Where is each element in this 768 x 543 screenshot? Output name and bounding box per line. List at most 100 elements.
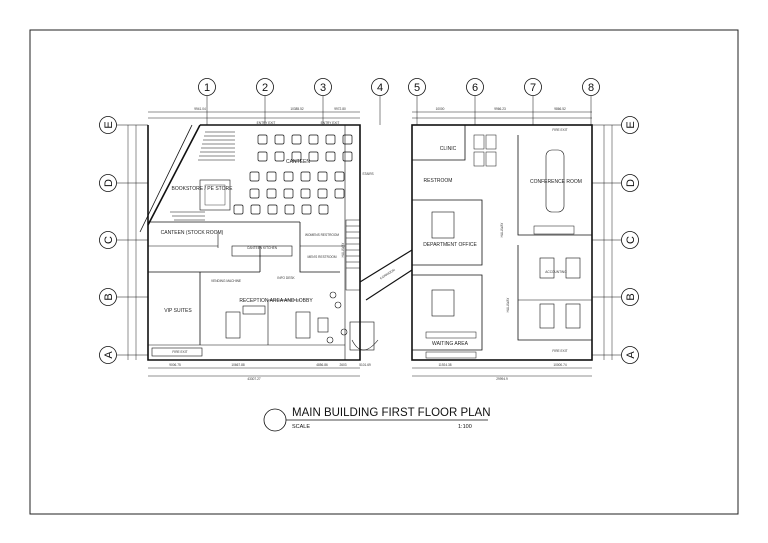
grid-label-col-5: 5 bbox=[414, 82, 420, 94]
label-canteen: CANTEEN bbox=[286, 159, 310, 165]
canteen-shelving bbox=[170, 131, 235, 221]
label-fire-exit-right-bottom: FIRE EXIT bbox=[552, 349, 567, 353]
grid-label-col-4: 4 bbox=[377, 82, 383, 94]
canteen-table bbox=[308, 151, 319, 162]
grid-label-row-C-right: C bbox=[625, 236, 637, 244]
grid-label-row-A-left: A bbox=[103, 351, 115, 359]
grid-label-row-D-right: D bbox=[625, 179, 637, 187]
grid-bubble-row-A-right bbox=[621, 346, 639, 364]
canteen-table bbox=[317, 188, 328, 199]
label-vip: VIP SUITES bbox=[164, 308, 192, 314]
canteen-table bbox=[274, 151, 285, 162]
grid-label-col-6: 6 bbox=[472, 82, 478, 94]
grid-bubble-row-D-right bbox=[621, 174, 639, 192]
grid-bubble-col-2 bbox=[256, 78, 274, 96]
label-accounting: ACCOUNTING bbox=[545, 270, 567, 274]
canteen-table bbox=[342, 151, 353, 162]
canteen-table bbox=[249, 171, 260, 182]
canteen-table bbox=[300, 171, 311, 182]
dim-total-left: 43307.27 bbox=[247, 377, 261, 381]
dimension-lines bbox=[127, 111, 613, 377]
corridor-link bbox=[359, 249, 413, 301]
canteen-table bbox=[257, 151, 268, 162]
grid-label-row-C-left: C bbox=[103, 236, 115, 244]
grid-bubble-col-6 bbox=[466, 78, 484, 96]
grid-bubble-col-4 bbox=[371, 78, 389, 96]
label-kitchen: CANTEEN KITCHEN bbox=[247, 246, 278, 250]
dim-bottom-left-4: 5101.69 bbox=[359, 363, 371, 367]
canteen-table bbox=[291, 151, 302, 162]
canteen-table bbox=[334, 188, 345, 199]
label-bookstore: BOOKSTORE / PE STORE bbox=[172, 186, 234, 192]
canteen-table bbox=[318, 204, 329, 215]
drawing-border bbox=[29, 29, 739, 515]
dim-bottom-right-0: 11924.38 bbox=[438, 363, 451, 367]
canteen-table bbox=[283, 188, 294, 199]
canteen-table bbox=[274, 134, 285, 145]
label-restroom: RESTROOM bbox=[424, 178, 453, 184]
canteen-table bbox=[266, 171, 277, 182]
canteen-table bbox=[267, 204, 278, 215]
dim-bottom-left-3: 2603 bbox=[339, 363, 346, 367]
right-wing bbox=[411, 124, 593, 361]
dim-top-left-1: 10385.52 bbox=[290, 107, 304, 111]
grid-label-row-D-left: D bbox=[103, 179, 115, 187]
left-wing bbox=[139, 124, 361, 361]
label-fire-exit-left: FIRE EXIT bbox=[172, 350, 187, 354]
canteen-table bbox=[250, 204, 261, 215]
label-department: DEPARTMENT OFFICE bbox=[423, 242, 477, 248]
label-waiting: WAITING AREA bbox=[432, 341, 469, 347]
dim-top-right-1: 9966.23 bbox=[494, 107, 506, 111]
stairs bbox=[345, 219, 361, 291]
grid-label-row-A-right: A bbox=[625, 351, 637, 359]
canteen-table bbox=[291, 134, 302, 145]
reception-furniture bbox=[151, 291, 379, 357]
dim-top-right-2: 9866.52 bbox=[554, 107, 566, 111]
scale-label: SCALE bbox=[292, 424, 310, 430]
canteen-table bbox=[325, 134, 336, 145]
dim-bottom-left-2: 4856.86 bbox=[316, 363, 328, 367]
canteen-table bbox=[266, 188, 277, 199]
label-reception: RECEPTION AREA AND LOBBY bbox=[239, 298, 313, 304]
dim-total-right: 29994.9 bbox=[496, 377, 508, 381]
grid-bubble-row-C-right bbox=[621, 231, 639, 249]
label-clinic: CLINIC bbox=[440, 146, 457, 152]
dim-bottom-left-1: 10667.88 bbox=[231, 363, 245, 367]
grid-bubble-col-3 bbox=[314, 78, 332, 96]
label-conference: CONFERENCE ROOM bbox=[530, 179, 582, 185]
canteen-table bbox=[300, 188, 311, 199]
grid-label-col-3: 3 bbox=[320, 82, 326, 94]
grid-label-row-B-right: B bbox=[625, 293, 637, 300]
grid-bubble-col-1 bbox=[198, 78, 216, 96]
canteen-table bbox=[325, 151, 336, 162]
label-corridor: CORRIDOR bbox=[379, 267, 396, 280]
canteen-table bbox=[301, 204, 312, 215]
grid-bubble-col-8 bbox=[582, 78, 600, 96]
grid-bubble-row-E-left bbox=[99, 116, 117, 134]
scale-value: 1:100 bbox=[458, 424, 472, 430]
label-vending: VENDING MACHINE bbox=[211, 279, 241, 283]
label-womens: WOMENS RESTROOM bbox=[305, 233, 339, 237]
canteen-table bbox=[284, 204, 295, 215]
dim-top-left-0: 9941.04 bbox=[194, 107, 206, 111]
label-entry-exit-1: ENTRY EXIT bbox=[257, 121, 276, 125]
canteen-table bbox=[257, 134, 268, 145]
grid-label-row-E-right: E bbox=[625, 121, 637, 128]
grid-bubble-row-E-right bbox=[621, 116, 639, 134]
dim-bottom-left-0: 9006.75 bbox=[169, 363, 181, 367]
label-mens: MEN'S RESTROOM bbox=[307, 255, 336, 259]
dim-top-right-0: 10000 bbox=[436, 107, 445, 111]
grid-bubble-col-5 bbox=[408, 78, 426, 96]
grid-bubble-row-B-right bbox=[621, 288, 639, 306]
grid-label-col-1: 1 bbox=[204, 82, 210, 94]
canteen-table bbox=[342, 134, 353, 145]
dim-bottom-right-1: 10000.74 bbox=[553, 363, 567, 367]
label-hallway-left: HALLWAY bbox=[341, 242, 345, 258]
grid-bubble-row-D-left bbox=[99, 174, 117, 192]
label-stairs: STAIRS bbox=[362, 172, 373, 176]
label-fire-exit-right-top: FIRE EXIT bbox=[552, 128, 567, 132]
grid-bubble-row-A-left bbox=[99, 346, 117, 364]
